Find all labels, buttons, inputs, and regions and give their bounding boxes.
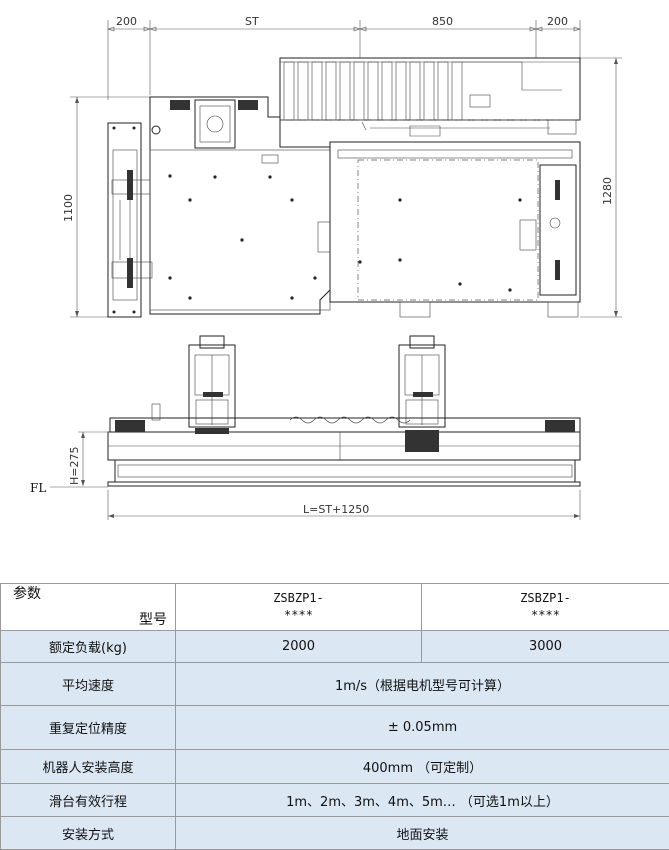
row-value: 1m、2m、3m、4m、5m… （可选1m以上） — [175, 783, 669, 817]
dim-1280: 1280 — [601, 177, 614, 205]
row-label: 重复定位精度 — [0, 705, 176, 750]
bottom-length-dimension — [107, 490, 581, 520]
technical-drawing: 200 ST 850 200 1100 1280 — [30, 15, 622, 520]
model-cell-1: ZSBZP1- **** — [175, 583, 422, 631]
side-height-dimension — [78, 431, 110, 486]
spec-table: 型号 参数 ZSBZP1- **** ZSBZP1- **** 额定负载(kg)… — [0, 583, 669, 850]
left-dimension-line — [70, 96, 150, 318]
table-row: 平均速度 1m/s（根据电机型号可计算） — [0, 662, 669, 706]
header-model-label: 型号 — [139, 612, 167, 628]
row-label: 滑台有效行程 — [0, 783, 176, 817]
plan-view — [107, 57, 581, 318]
row-label: 额定负载(kg) — [0, 630, 176, 663]
table-row: 机器人安装高度 400mm （可定制） — [0, 749, 669, 784]
table-row: 滑台有效行程 1m、2m、3m、4m、5m… （可选1m以上） — [0, 783, 669, 817]
row-label: 机器人安装高度 — [0, 749, 176, 784]
table-row: 额定负载(kg) 2000 3000 — [0, 630, 669, 663]
row-value: 400mm （可定制） — [175, 749, 669, 784]
table-row: 安装方式 地面安装 — [0, 816, 669, 850]
header-corner-cell: 型号 参数 — [0, 583, 176, 631]
model-cell-2: ZSBZP1- **** — [421, 583, 669, 631]
dim-1100: 1100 — [62, 194, 75, 222]
dim-850: 850 — [432, 15, 453, 28]
right-dimension-line — [580, 57, 622, 318]
row-value: 1m/s（根据电机型号可计算） — [175, 662, 669, 706]
dim-left-200: 200 — [116, 15, 137, 28]
row-value: 地面安装 — [175, 816, 669, 850]
table-header-row: 型号 参数 ZSBZP1- **** ZSBZP1- **** — [0, 583, 669, 631]
header-param-label: 参数 — [13, 586, 41, 602]
side-view — [107, 335, 581, 487]
row-value: ± 0.05mm — [175, 705, 669, 750]
row-value: 3000 — [421, 630, 669, 663]
dim-h-275: H=275 — [68, 447, 81, 485]
dim-length: L=ST+1250 — [303, 503, 369, 516]
row-label: 平均速度 — [0, 662, 176, 706]
dim-right-200: 200 — [547, 15, 568, 28]
table-row: 重复定位精度 ± 0.05mm — [0, 705, 669, 750]
row-label: 安装方式 — [0, 816, 176, 850]
row-value: 2000 — [175, 630, 422, 663]
dim-st: ST — [245, 15, 259, 28]
floor-label: FL — [30, 481, 46, 495]
top-dimension-line — [107, 20, 581, 100]
